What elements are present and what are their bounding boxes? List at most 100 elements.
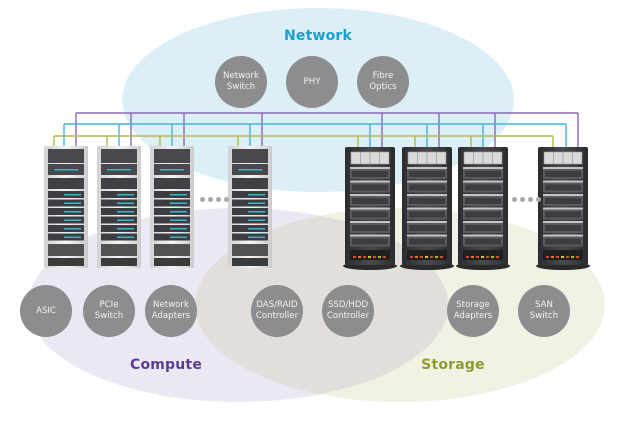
shelf-edge — [543, 207, 583, 210]
drive-bays — [352, 184, 388, 191]
node-ssd-hdd-controller: SSD/HDD Controller — [322, 285, 374, 337]
rack-unit — [48, 149, 84, 163]
shelf-edge — [407, 167, 447, 169]
compute-storage-overlap — [195, 208, 448, 402]
drive-bays — [409, 198, 445, 204]
status-led — [546, 256, 549, 258]
storage-servers-ellipsis-icon — [512, 197, 541, 202]
rack-led — [238, 169, 262, 171]
compute-server-rack — [150, 146, 194, 268]
blade-led — [170, 194, 187, 196]
blade-led — [64, 228, 81, 230]
rack-unit — [154, 178, 190, 189]
status-led — [471, 256, 474, 258]
blade-led — [64, 236, 81, 238]
storage-label: Storage — [421, 357, 485, 373]
shelf-edge — [463, 167, 503, 169]
rack-vent — [48, 244, 84, 256]
shelf-edge — [407, 234, 447, 237]
storage-server-rack — [343, 147, 397, 270]
node-label: Storage Adapters — [453, 300, 493, 321]
rack-unit — [48, 178, 84, 189]
status-led — [440, 256, 443, 258]
drive-bays — [409, 184, 445, 191]
compute-servers-ellipsis-icon — [200, 197, 229, 202]
shelf-edge — [543, 221, 583, 223]
blade-led — [248, 236, 265, 238]
rack-base — [154, 258, 190, 266]
compute-server-rack — [228, 146, 272, 268]
blade-led — [170, 228, 187, 230]
shelf-edge — [463, 234, 503, 237]
status-led — [373, 256, 376, 258]
blade-led — [117, 194, 134, 196]
rack-base — [232, 258, 268, 266]
node-label: Network Switch — [223, 71, 259, 92]
compute-server-rack — [44, 146, 88, 268]
shelf-edge — [407, 221, 447, 223]
rack-led — [54, 169, 78, 171]
interconnect-buses — [53, 112, 579, 148]
shelf-edge — [463, 194, 503, 196]
shelf-edge — [350, 234, 390, 237]
status-led — [383, 256, 386, 258]
drive-bays — [465, 171, 501, 177]
shelf-edge — [543, 234, 583, 237]
drive-bays — [545, 225, 581, 231]
shelf-edge — [407, 207, 447, 210]
status-led — [420, 256, 423, 258]
compute-label: Compute — [129, 357, 203, 373]
status-led — [571, 256, 574, 258]
network-label: Network — [283, 28, 353, 44]
drive-bays — [545, 184, 581, 191]
blade-led — [170, 219, 187, 221]
status-panel — [543, 250, 583, 260]
status-led — [491, 256, 494, 258]
blade-led — [248, 194, 265, 196]
drive-bays — [409, 171, 445, 177]
node-network-switch: Network Switch — [215, 56, 267, 108]
node-network-adapters: Network Adapters — [145, 285, 197, 337]
status-led — [368, 256, 371, 258]
status-led — [430, 256, 433, 258]
drive-bays — [545, 171, 581, 177]
status-led — [425, 256, 428, 258]
node-label: PCIe Switch — [94, 300, 124, 321]
status-led — [415, 256, 418, 258]
drive-bays — [352, 211, 388, 218]
node-storage-adapters: Storage Adapters — [447, 285, 499, 337]
status-panel — [407, 250, 447, 260]
drive-bays — [465, 184, 501, 191]
rack-unit — [101, 149, 137, 163]
status-led — [486, 256, 489, 258]
rack-led — [160, 169, 184, 171]
compute-server-rack — [97, 146, 141, 268]
rack-led — [107, 169, 131, 171]
blade-led — [117, 202, 134, 204]
node-label: PHY — [303, 76, 321, 87]
status-led — [576, 256, 579, 258]
status-led — [353, 256, 356, 258]
drive-bays — [545, 198, 581, 204]
drive-bays — [545, 211, 581, 218]
rack-vent — [232, 244, 268, 256]
status-led — [566, 256, 569, 258]
blade-led — [248, 202, 265, 204]
status-led — [551, 256, 554, 258]
node-asic: ASIC — [20, 285, 72, 337]
status-led — [556, 256, 559, 258]
node-label: Fibre Optics — [369, 71, 397, 92]
blade-led — [117, 228, 134, 230]
blade-led — [64, 194, 81, 196]
drive-bays — [465, 238, 501, 245]
node-label: DAS/RAID Controller — [255, 300, 299, 321]
rack-base — [101, 258, 137, 266]
shelf-edge — [350, 194, 390, 196]
blade-led — [64, 219, 81, 221]
node-label: SSD/HDD Controller — [326, 300, 370, 321]
shelf-edge — [350, 167, 390, 169]
node-pcie-switch: PCIe Switch — [83, 285, 135, 337]
rack-unit — [154, 149, 190, 163]
